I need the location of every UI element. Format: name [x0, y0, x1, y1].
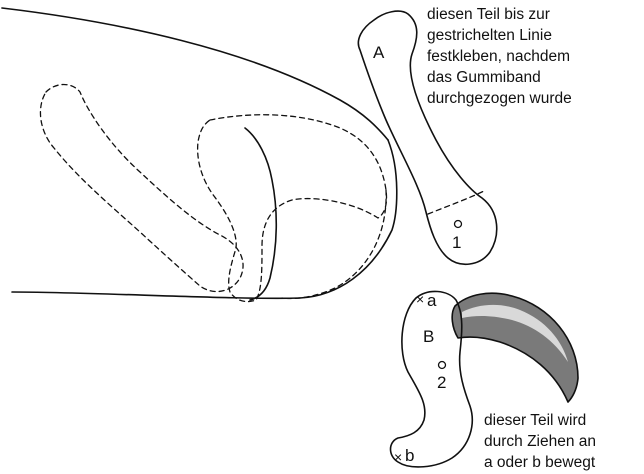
point-2-label: 2: [437, 373, 446, 392]
part-b-label: B: [423, 327, 434, 346]
note-top-right: diesen Teil bis zur gestrichelten Linie …: [427, 6, 572, 107]
x-mark-a-icon: ×: [416, 291, 424, 307]
note-bottom-line-2: durch Ziehen an: [484, 433, 596, 450]
finger-solid-contour: [245, 128, 276, 300]
note-top-line-4: das Gummiband: [427, 69, 541, 86]
claw: [452, 293, 578, 402]
note-bottom-right: dieser Teil wird durch Ziehen an a oder …: [484, 412, 596, 471]
x-mark-b-icon: ×: [394, 449, 402, 465]
part-a-label: A: [373, 43, 385, 62]
note-top-line-2: gestrichelten Linie: [427, 27, 552, 44]
point-a-label: a: [427, 291, 437, 310]
point-b-label: b: [405, 446, 414, 465]
point-1-label: 1: [452, 233, 461, 252]
dashed-bone-outlines: [40, 85, 386, 302]
paw-outline: [2, 8, 397, 298]
hole-1-icon: [455, 221, 462, 228]
note-bottom-line-3: a oder b bewegt: [484, 454, 596, 471]
note-bottom-line-1: dieser Teil wird: [484, 412, 586, 429]
hole-2-icon: [439, 362, 446, 369]
note-top-line-5: durchgezogen wurde: [427, 90, 572, 107]
note-top-line-3: festkleben, nachdem: [427, 48, 570, 65]
note-top-line-1: diesen Teil bis zur: [427, 6, 550, 23]
